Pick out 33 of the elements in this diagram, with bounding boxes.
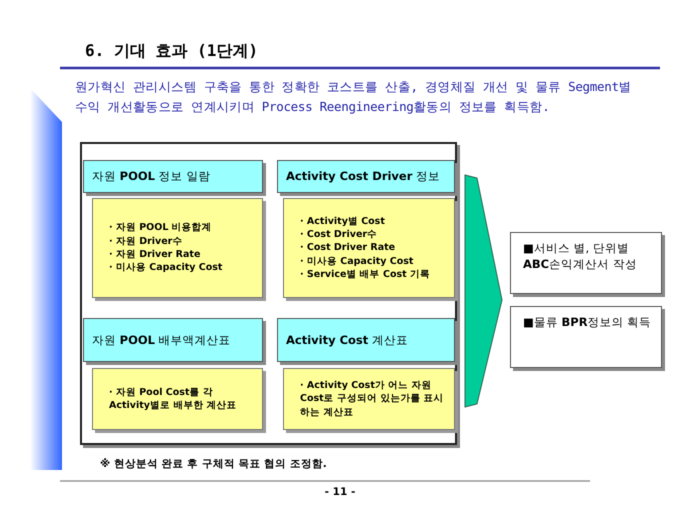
- result-text: ■물류 BPR정보의 획득: [523, 315, 652, 331]
- bullet-item: · Service별 배부 Cost 기록: [300, 268, 432, 282]
- result-text: ■서비스 별, 단위별 ABC손익계산서 작성: [523, 241, 638, 272]
- bullet-item: · Activity별 Cost: [300, 214, 386, 228]
- note-card: [283, 198, 455, 298]
- bullet-item: · 자원 Driver수: [109, 234, 184, 248]
- bullet-item: · 미사용 Capacity Cost: [109, 261, 224, 275]
- note-card: [283, 368, 455, 430]
- frame-box: [80, 142, 457, 445]
- bullet-item: · Cost Driver Rate: [300, 241, 396, 255]
- intro-paragraph: 원가혁신 관리시스템 구축을 통한 정확한 코스트를 산출, 경영체질 개선 및 물류 Segment별 수익 개선활동으로 연계시키며 Process Reengineering활동의 정보를 획득함.: [75, 78, 632, 116]
- heading-box: [83, 160, 263, 193]
- result-box: [510, 232, 662, 294]
- heading-box: [277, 318, 455, 362]
- heading-box: [277, 160, 455, 193]
- heading-text: Activity Cost 계산표: [286, 332, 409, 348]
- chevron-arrow: [464, 174, 503, 408]
- page-number: - 11 -: [324, 486, 356, 498]
- bullet-item: · 자원 POOL 비용합계: [109, 221, 213, 235]
- heading-box: [83, 318, 263, 362]
- heading-text: 자원 POOL 정보 일람: [92, 169, 212, 184]
- result-box: [510, 306, 662, 368]
- bullet-item: · 미사용 Capacity Cost: [300, 254, 414, 268]
- bullet-item: · 자원 Pool Cost를 각 Activity별로 배부한 계산표: [109, 386, 238, 412]
- heading-text: Activity Cost Driver 정보: [286, 169, 442, 184]
- note-card: [92, 368, 263, 430]
- bullet-item: · Cost Driver수: [300, 228, 378, 242]
- page-title: 6. 기대 효과 (1단계): [85, 41, 258, 62]
- heading-text: 자원 POOL 배부액계산표: [92, 332, 232, 348]
- bullet-item: · Activity Cost가 어느 자원 Cost로 구성되어 있는가를 표시하는 계산표: [300, 379, 445, 419]
- bullet-item: · 자원 Driver Rate: [109, 248, 202, 262]
- note-card: [92, 198, 263, 298]
- footnote: ※ 현상분석 완료 후 구체적 목표 협의 조정함.: [100, 457, 327, 471]
